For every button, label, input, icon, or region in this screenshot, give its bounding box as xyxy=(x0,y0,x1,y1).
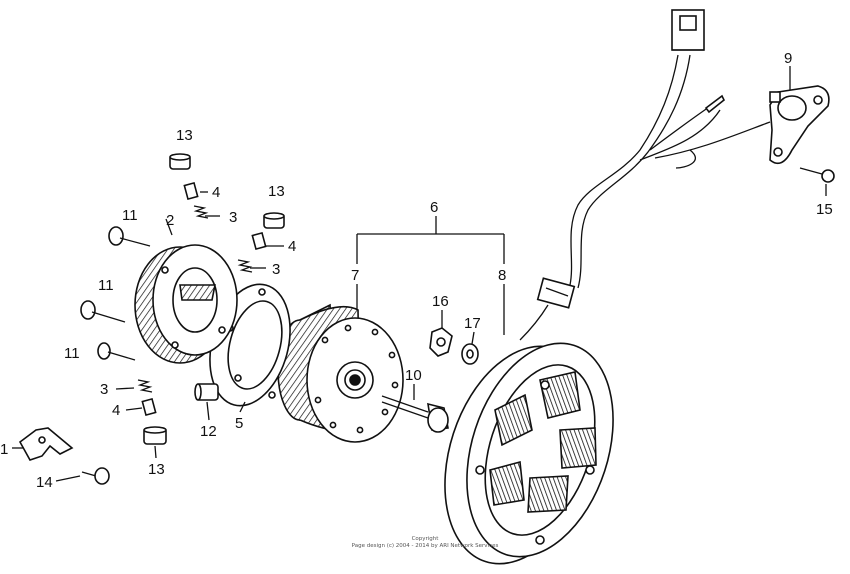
harness-connector xyxy=(671,9,705,51)
plunger-4-left xyxy=(141,397,157,417)
plunger-4-right xyxy=(251,231,267,251)
callout-9: 9 xyxy=(784,50,792,67)
wire-terminal xyxy=(704,94,726,114)
callout-1: 1 xyxy=(0,441,8,458)
bracket-1 xyxy=(18,427,74,461)
roller-13-left xyxy=(143,426,167,445)
washer-17 xyxy=(461,343,479,365)
callout-11: 11 xyxy=(64,345,80,362)
callout-6: 6 xyxy=(430,199,438,216)
copyright-notice: Copyright Page design (c) 2004 - 2014 by… xyxy=(330,536,520,550)
leader-lines xyxy=(12,66,827,482)
callout-3: 3 xyxy=(229,209,237,226)
bolt-11-upper xyxy=(108,226,151,247)
roller-13-top xyxy=(169,153,191,170)
callout-11: 11 xyxy=(122,207,138,224)
callout-3: 3 xyxy=(100,381,108,398)
callout-16: 16 xyxy=(432,293,449,310)
nut-16 xyxy=(429,327,453,357)
callout-17: 17 xyxy=(464,315,481,332)
callout-13: 13 xyxy=(176,127,193,144)
spring-3-left xyxy=(137,379,153,393)
rotor-7 xyxy=(277,303,404,443)
callout-4: 4 xyxy=(212,184,220,201)
spring-3-right xyxy=(237,259,253,273)
roller-13-right xyxy=(263,212,285,229)
pulse-generator-9 xyxy=(769,85,830,165)
callout-15: 15 xyxy=(816,201,833,218)
bolt-11-lower xyxy=(97,342,136,361)
callout-14: 14 xyxy=(36,474,53,491)
dowel-pin-12 xyxy=(194,383,219,401)
callout-2: 2 xyxy=(166,212,174,229)
bolt-10 xyxy=(381,395,449,433)
spring-3-top xyxy=(193,205,209,219)
callout-10: 10 xyxy=(405,367,422,384)
callout-labels: 13 4 3 13 4 3 2 11 11 11 3 4 1 14 12 5 1… xyxy=(0,50,833,491)
bolt-14 xyxy=(81,467,110,485)
callout-3: 3 xyxy=(272,261,280,278)
callout-8: 8 xyxy=(498,267,506,284)
copyright-title: Copyright xyxy=(411,536,439,542)
callout-13: 13 xyxy=(268,183,285,200)
callout-4: 4 xyxy=(112,402,120,419)
callout-11: 11 xyxy=(98,277,114,294)
callout-13: 13 xyxy=(148,461,165,478)
screw-15 xyxy=(799,167,835,183)
copyright-text: Page design (c) 2004 - 2014 by ARI Netwo… xyxy=(351,543,499,549)
bolt-11-middle xyxy=(80,300,126,323)
inline-connector xyxy=(536,277,576,309)
callout-5: 5 xyxy=(235,415,243,432)
callout-12: 12 xyxy=(200,423,217,440)
plunger-4-top xyxy=(183,181,199,201)
callout-4: 4 xyxy=(288,238,296,255)
callout-7: 7 xyxy=(351,267,359,284)
wire-harness xyxy=(519,54,771,341)
stator-8 xyxy=(444,342,614,565)
group-bracket-6 xyxy=(356,216,505,335)
starter-clutch-2 xyxy=(134,244,238,364)
